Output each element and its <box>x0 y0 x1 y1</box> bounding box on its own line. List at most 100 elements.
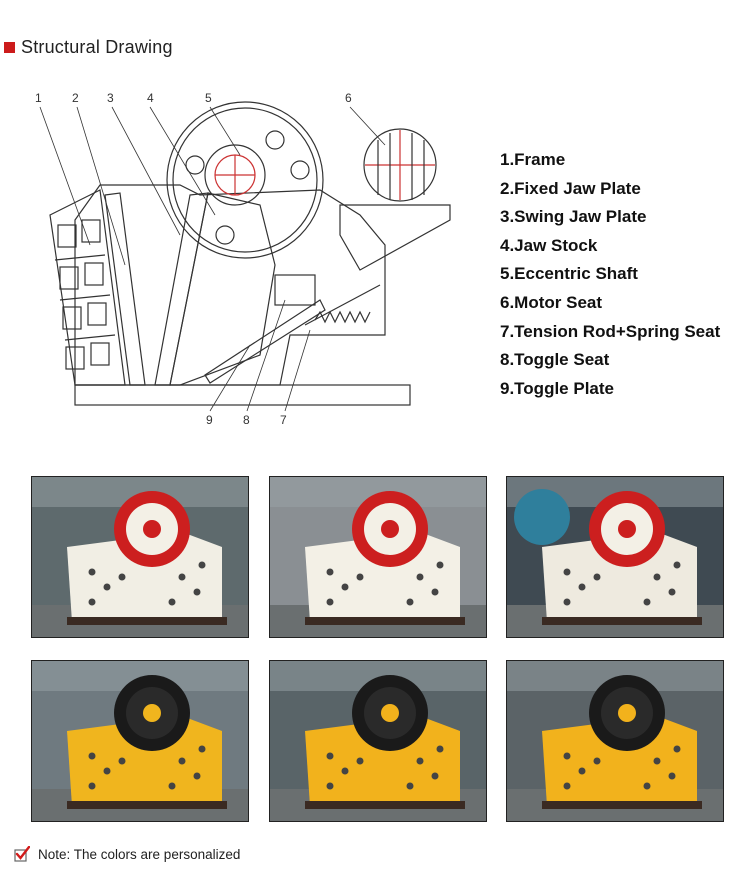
bolt <box>416 573 424 581</box>
crusher-body <box>67 716 222 806</box>
legend-item-fixed-jaw-plate: 2.Fixed Jaw Plate <box>500 178 641 198</box>
parts-legend: 1.Frame 2.Fixed Jaw Plate 3.Swing Jaw Pl… <box>500 146 720 403</box>
bolt <box>193 588 201 596</box>
callout-5: 5 <box>205 91 212 105</box>
crusher-body <box>305 716 460 806</box>
legend-item-toggle-seat: 8.Toggle Seat <box>500 350 610 370</box>
bolt <box>593 757 601 765</box>
legend-item-motor-seat: 6.Motor Seat <box>500 292 603 312</box>
crusher-body <box>542 532 697 622</box>
bolt <box>326 752 334 760</box>
photo-crusher-6 <box>506 660 724 822</box>
flywheel-hub <box>143 520 161 538</box>
bolt <box>118 573 126 581</box>
crusher-base <box>305 801 465 809</box>
structural-drawing: 1 2 3 4 5 6 9 8 7 <box>35 91 451 427</box>
bolt <box>436 745 444 753</box>
section-title: Structural Drawing <box>21 36 173 57</box>
note-text: Note: The colors are personalized <box>38 846 241 862</box>
photo-crusher-5 <box>269 660 487 822</box>
bolt <box>118 757 126 765</box>
callout-4: 4 <box>147 91 154 105</box>
bolt <box>593 573 601 581</box>
bolt <box>88 782 96 790</box>
crusher-body <box>542 716 697 806</box>
checkbox-checked-icon <box>14 846 30 862</box>
crusher-base <box>542 617 702 625</box>
bolt <box>431 772 439 780</box>
base-plate <box>74 384 411 406</box>
flywheel-hub <box>381 520 399 538</box>
bolt <box>88 568 96 576</box>
bolt <box>198 745 206 753</box>
motor <box>514 489 570 545</box>
bolt <box>578 583 586 591</box>
bolt <box>653 757 661 765</box>
callout-2: 2 <box>72 91 79 105</box>
crusher-body <box>67 532 222 622</box>
red-square-icon <box>4 41 15 53</box>
bolt <box>103 767 111 775</box>
legend-item-swing-jaw-plate: 3.Swing Jaw Plate <box>500 207 647 227</box>
legend-item-toggle-plate: 9.Toggle Plate <box>500 378 614 398</box>
bolt <box>406 782 414 790</box>
bolt <box>341 583 349 591</box>
bolt <box>356 757 364 765</box>
legend-item-tension-rod: 7.Tension Rod+Spring Seat <box>500 321 721 341</box>
photo-crusher-2 <box>269 476 487 638</box>
bolt <box>326 782 334 790</box>
callout-3: 3 <box>107 91 114 105</box>
legend-item-eccentric-shaft: 5.Eccentric Shaft <box>500 264 638 284</box>
bolt <box>563 568 571 576</box>
callout-9: 9 <box>206 413 213 427</box>
bolt <box>563 752 571 760</box>
bolt <box>673 745 681 753</box>
bolt <box>436 561 444 569</box>
bolt <box>88 598 96 606</box>
callout-7: 7 <box>280 413 287 427</box>
bolt <box>416 757 424 765</box>
crusher-body <box>305 532 460 622</box>
bolt <box>326 568 334 576</box>
bolt <box>643 598 651 606</box>
crusher-base <box>67 801 227 809</box>
legend-item-jaw-stock: 4.Jaw Stock <box>500 235 598 255</box>
bolt <box>578 767 586 775</box>
bolt <box>193 772 201 780</box>
bolt <box>406 598 414 606</box>
bolt <box>673 561 681 569</box>
bolt <box>178 573 186 581</box>
flywheel-hub <box>618 704 636 722</box>
bolt <box>178 757 186 765</box>
photo-crusher-1 <box>31 476 249 638</box>
photo-crusher-4 <box>31 660 249 822</box>
flywheel-hub <box>618 520 636 538</box>
note: Note: The colors are personalized <box>14 846 240 862</box>
bolt <box>341 767 349 775</box>
section-header: Structural Drawing <box>4 36 173 58</box>
bolt <box>103 583 111 591</box>
bolt <box>563 782 571 790</box>
flywheel-hub <box>381 704 399 722</box>
callout-8: 8 <box>243 413 250 427</box>
bolt <box>168 782 176 790</box>
legend-item-frame: 1.Frame <box>500 150 566 169</box>
bolt <box>431 588 439 596</box>
bolt <box>356 573 364 581</box>
flywheel-hub <box>143 704 161 722</box>
bolt <box>653 573 661 581</box>
bolt <box>326 598 334 606</box>
callout-6: 6 <box>345 91 352 105</box>
crusher-base <box>67 617 227 625</box>
crusher-base <box>305 617 465 625</box>
callout-1: 1 <box>35 91 42 105</box>
bolt <box>168 598 176 606</box>
bolt <box>88 752 96 760</box>
bolt <box>563 598 571 606</box>
photo-crusher-3 <box>506 476 724 638</box>
bolt <box>668 772 676 780</box>
bolt <box>643 782 651 790</box>
bolt <box>198 561 206 569</box>
bolt <box>668 588 676 596</box>
crusher-base <box>542 801 702 809</box>
